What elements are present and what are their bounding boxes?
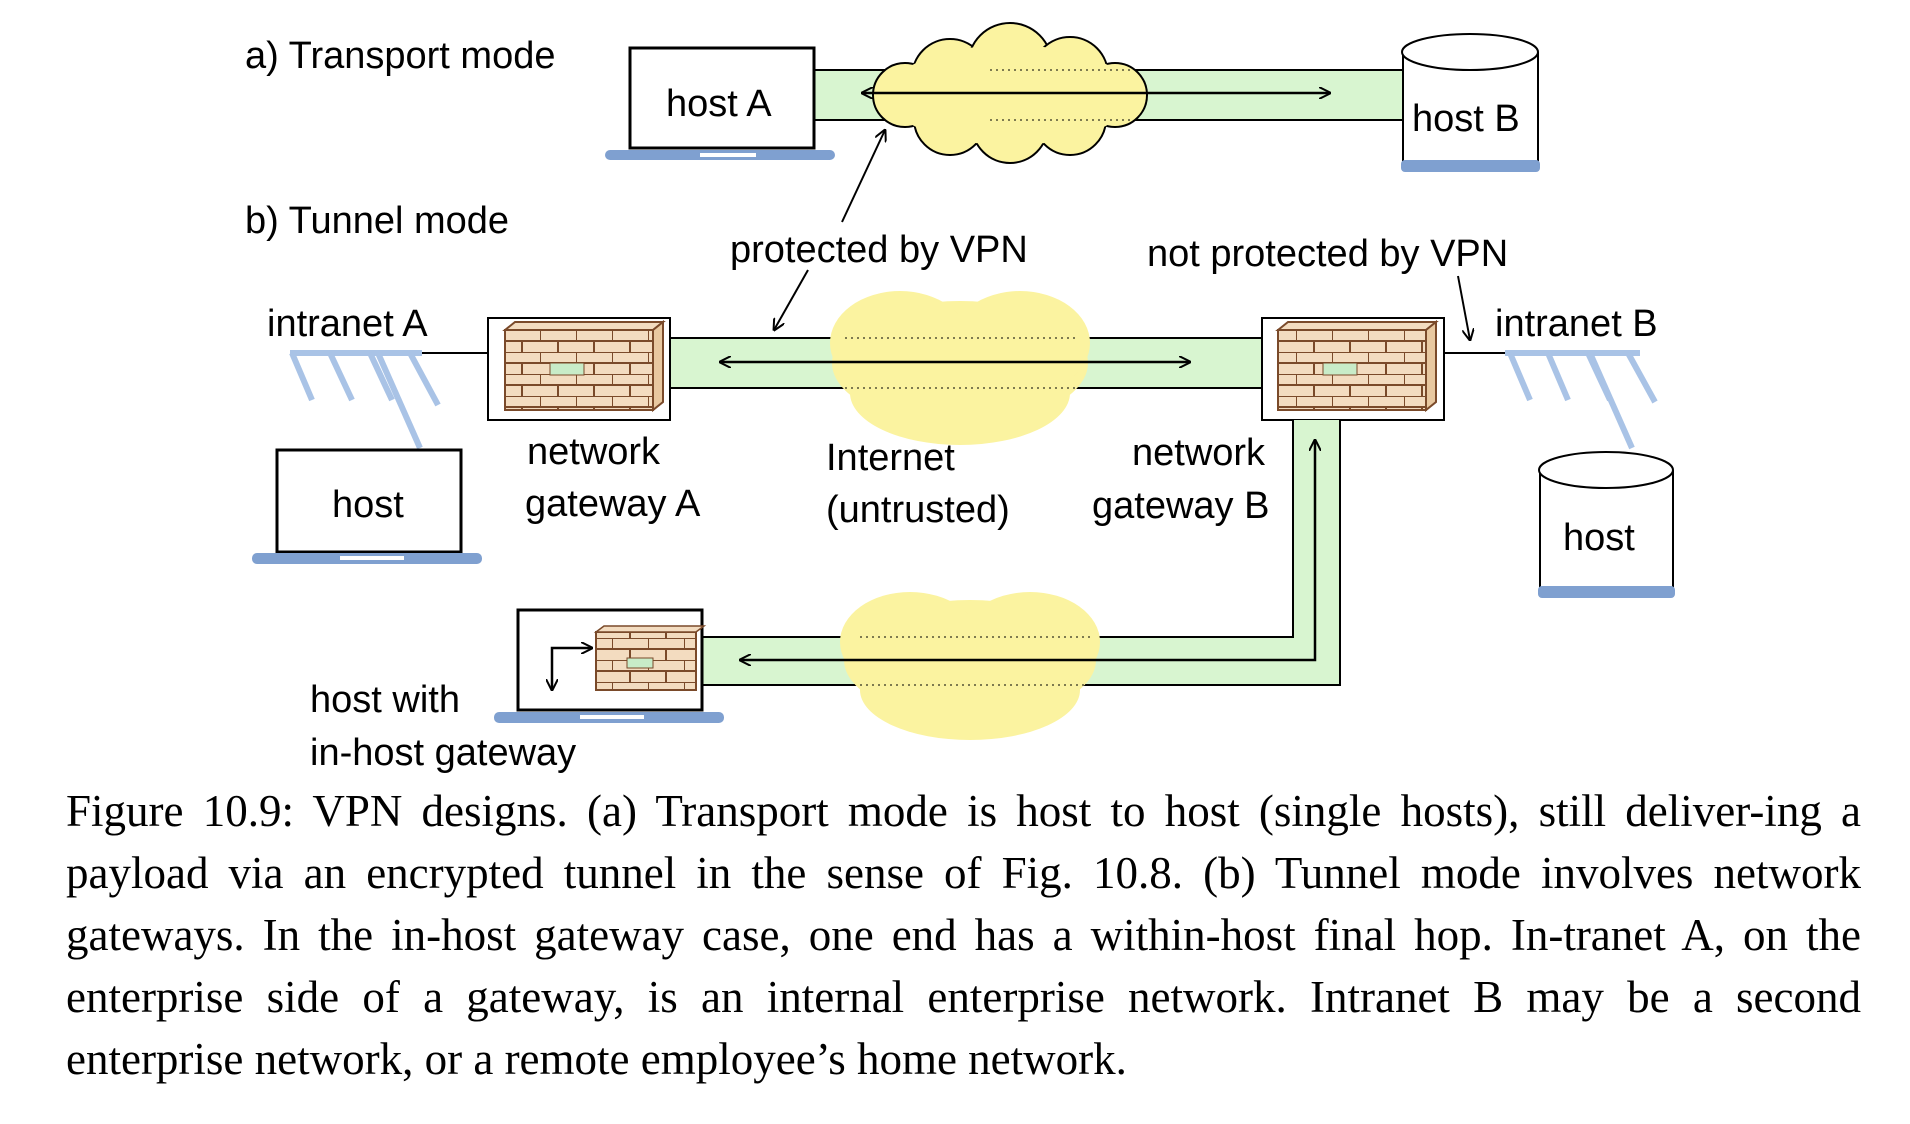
host-right-label: host [1563, 517, 1635, 559]
host-b-label: host B [1412, 98, 1520, 140]
inhost-label-1: host with [310, 679, 460, 721]
vpn-diagram: a) Transport mode host A host B b) Tunne… [245, 22, 1675, 774]
gateway-b-label-2: gateway B [1092, 485, 1269, 527]
database-icon [1401, 33, 1540, 172]
host-a-label: host A [666, 83, 772, 125]
pointer-arrow-up [841, 130, 885, 223]
intranet-a-label: intranet A [267, 303, 428, 345]
cloud-icon [840, 592, 1100, 740]
pointer-arrow-down [774, 269, 809, 330]
laptop-icon [252, 448, 482, 564]
figure-caption: Figure 10.9: VPN designs. (a) Transport … [66, 786, 1861, 1084]
database-icon [1538, 451, 1675, 598]
gateway-a-label-2: gateway A [525, 483, 701, 525]
inhost-label-2: in-host gateway [310, 732, 576, 774]
protected-label: protected by VPN [730, 229, 1028, 271]
internet-label-1: Internet [826, 437, 955, 479]
firewall-icon [1261, 317, 1445, 421]
cloud-icon [830, 291, 1090, 445]
laptop-icon [605, 46, 835, 160]
transport-mode-label: a) Transport mode [245, 35, 555, 77]
gateway-a-label-1: network [527, 431, 661, 473]
firewall-icon [593, 625, 707, 691]
inhost-hop-arrow [552, 648, 592, 690]
host-left-label: host [332, 484, 404, 526]
pointer-arrow-intranet-b [1457, 275, 1470, 340]
internet-label-2: (untrusted) [826, 489, 1010, 531]
intranet-b-label: intranet B [1495, 303, 1658, 345]
network-tree-icon [289, 350, 441, 450]
not-protected-label: not protected by VPN [1147, 233, 1508, 275]
network-tree-icon [1505, 350, 1658, 450]
tunnel-mode-label: b) Tunnel mode [245, 200, 509, 242]
firewall-icon [487, 317, 671, 421]
gateway-b-label-1: network [1132, 432, 1266, 474]
inhost-arrow [740, 440, 1315, 660]
